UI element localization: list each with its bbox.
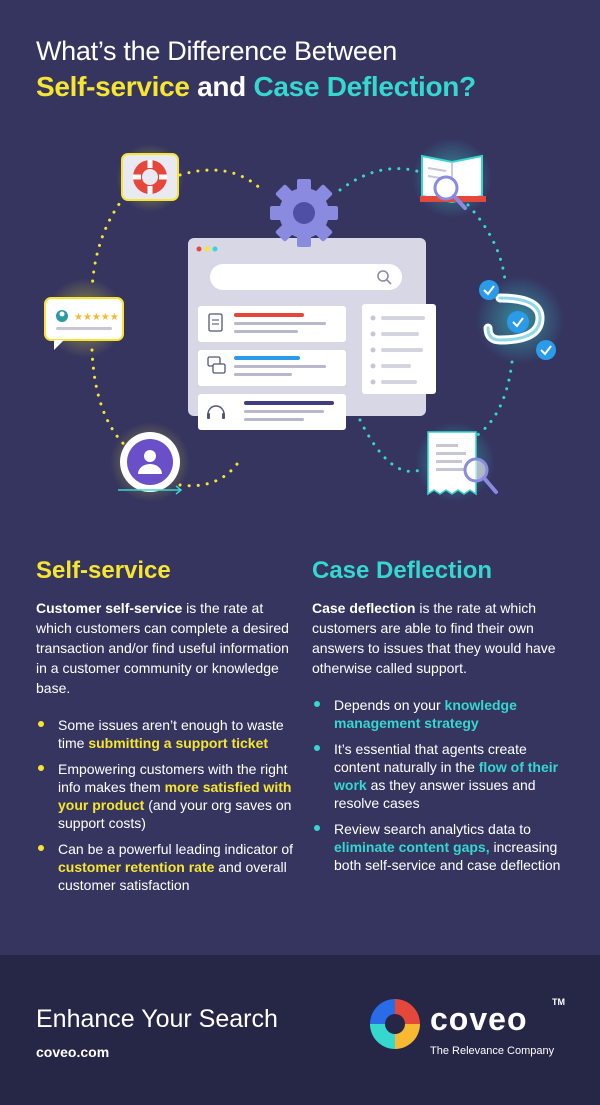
trademark-mark: TM [552,997,565,1007]
bullet-highlight: customer retention rate [58,859,215,875]
bullet-text: increasing both self-service and case de… [334,839,561,873]
bullet-text: Review search analytics data to [334,821,531,837]
bullet-text: Depends on your [334,697,445,713]
review-card-icon: ★★★★★ [44,278,125,358]
receipt-search-icon [415,422,498,502]
bullet-text: It’s essential that agents create conten… [334,741,527,775]
coveo-wordmark: coveo [430,1001,528,1037]
title-line-2: Self-service and Case Deflection? [36,69,576,105]
bullet-dot [314,745,320,751]
bullet-dot [38,845,44,851]
headset-icon [207,405,225,419]
title-line-1: What’s the Difference Between [36,36,398,66]
title-self-service: Self-service [36,71,190,102]
case-deflection-bullets: Depends on your knowledge management str… [312,696,574,874]
case-deflection-heading: Case Deflection [312,557,493,584]
title-and: and [197,71,246,102]
case-deflection-intro: Case deflection is the rate at which cus… [312,598,574,678]
workflow-check-icon [476,276,564,364]
bullet-text: as they answer issues and resolve cases [334,777,536,811]
bullet-dot [314,825,320,831]
bullet-text: Empowering customers with the right info… [58,761,288,795]
coveo-logo[interactable]: coveo TM The Relevance Company [368,997,568,1067]
bullet-text: Can be a powerful leading indicator of [58,841,294,857]
case-deflection-term: Case deflection [312,600,416,616]
bullet-text: Some issues aren’t enough to waste time [58,717,284,751]
hero-illustration: ★★★★★ [44,138,564,502]
list-item: Depends on your knowledge management str… [312,696,574,732]
footer: Enhance Your Search coveo.com coveo TM T… [0,955,600,1105]
list-item: Some issues aren’t enough to waste time … [36,716,298,752]
chat-icon [207,356,226,374]
case-deflection-definition: is the rate at which customers are able … [312,600,556,676]
bullet-highlight: knowledge management strategy [334,697,517,731]
coveo-tagline: The Relevance Company [430,1045,555,1057]
bullet-dot [314,701,320,707]
bullet-highlight: more satisfied with your product [58,779,292,813]
svg-text:★★★★★: ★★★★★ [74,312,119,323]
footer-cta: Enhance Your Search [36,1005,278,1033]
self-service-intro: Customer self-service is the rate at whi… [36,598,298,698]
search-icon [377,270,392,285]
list-item: Empowering customers with the right info… [36,760,298,832]
list-item: It’s essential that agents create conten… [312,740,574,812]
bullet-dot [38,765,44,771]
self-service-heading: Self-service [36,557,171,584]
bullet-dot [38,721,44,727]
bullet-highlight: eliminate content gaps, [334,839,490,855]
orbit-right [338,167,514,473]
book-search-icon [412,138,492,218]
bullet-highlight: flow of their work [334,759,559,793]
user-avatar-icon [110,422,190,502]
self-service-section: Self-service Customer self-service is th… [36,556,298,902]
bullet-highlight: submitting a support ticket [88,735,269,751]
list-item: Can be a powerful leading indicator of c… [36,840,298,894]
self-service-term: Customer self-service [36,600,183,616]
document-icon [208,313,223,332]
footer-url-link[interactable]: coveo.com [36,1044,110,1060]
case-deflection-section: Case Deflection Case deflection is the r… [312,556,574,882]
self-service-bullets: Some issues aren’t enough to waste time … [36,716,298,894]
coveo-logo-icon [370,999,420,1049]
browser-window [188,238,436,430]
gear-icon [270,179,338,247]
bullet-text: (and your org saves on support costs) [58,797,292,831]
bullet-text: and overall customer satisfaction [58,859,287,893]
page-title: What’s the Difference Between Self-servi… [36,34,576,105]
title-case-deflection: Case Deflection? [253,71,476,102]
self-service-definition: is the rate at which customers can compl… [36,600,289,696]
lifebuoy-icon [116,144,184,212]
list-item: Review search analytics data to eliminat… [312,820,574,874]
